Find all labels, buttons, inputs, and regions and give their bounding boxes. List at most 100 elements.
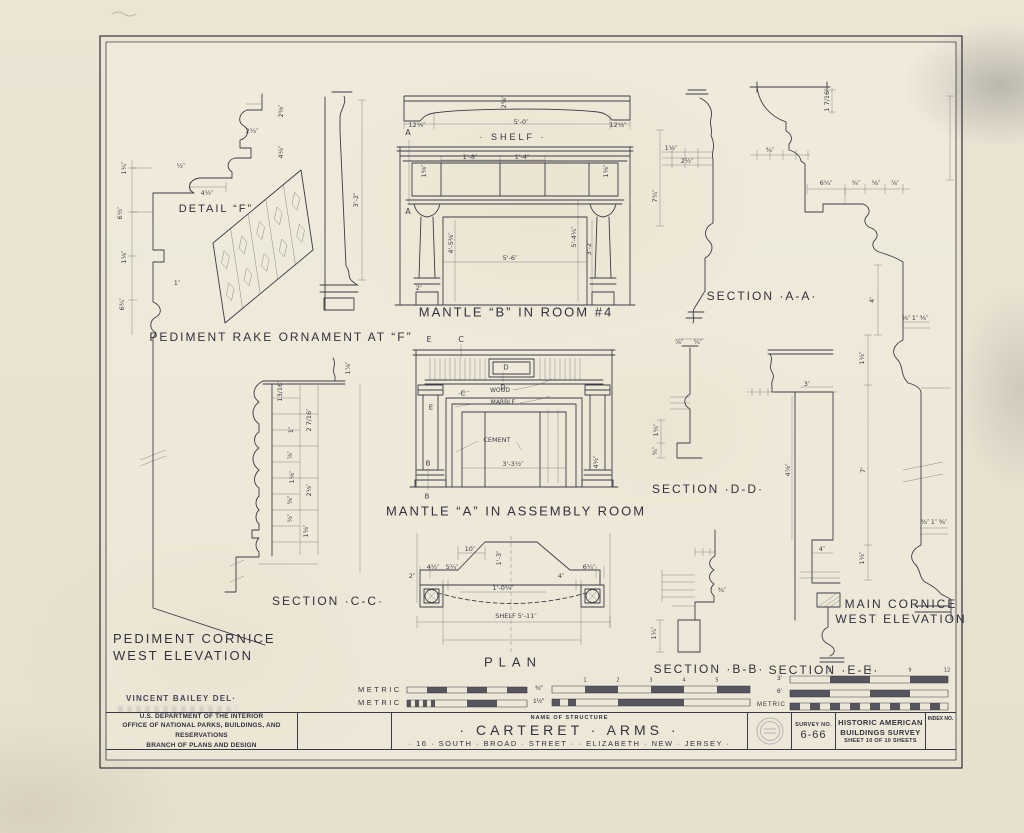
dimension-label: 4' bbox=[867, 297, 876, 303]
dimension-label: 3 bbox=[649, 677, 653, 684]
rake-pilaster-profile bbox=[319, 91, 366, 311]
dimension-label: 9 bbox=[908, 667, 912, 674]
mantle-b-elevation bbox=[394, 140, 636, 306]
pediment-cornice-title-line2: WEST ELEVATION bbox=[113, 648, 253, 663]
department-line1: U.S. DEPARTMENT OF THE INTERIOR bbox=[139, 712, 264, 720]
pediment-cornice-elevation bbox=[128, 93, 266, 646]
dimension-label: WOOD bbox=[490, 387, 510, 394]
pediment-rake-ornament-panel bbox=[212, 169, 314, 324]
dimension-label: 1'-0¾″ bbox=[492, 583, 514, 592]
habs-line1: HISTORIC AMERICAN bbox=[838, 718, 923, 728]
scale-label-3ft: 3' bbox=[777, 675, 782, 682]
dimension-label: 7' bbox=[858, 467, 867, 473]
dimension-label: 1⅛″ bbox=[119, 250, 128, 264]
dimension-label: 1″ bbox=[911, 313, 919, 322]
metric-scale-label-1: METRIC bbox=[358, 685, 402, 694]
dimension-label: 2″ bbox=[408, 571, 416, 580]
dimension-label: 2⅝″ bbox=[276, 104, 285, 118]
dimension-label: 1 7/16″ bbox=[822, 88, 831, 112]
section-cc-profile bbox=[224, 357, 361, 593]
dimension-label: 5 bbox=[715, 677, 719, 684]
dimension-label: ⅜″ bbox=[919, 313, 929, 322]
dimension-label: ⅜″ bbox=[920, 517, 930, 526]
dimension-label: 2 bbox=[616, 677, 620, 684]
dimension-label: C bbox=[460, 389, 466, 398]
main-cornice-title-line1: MAIN CORNICE bbox=[844, 597, 958, 611]
dimension-label: 6¼″ bbox=[582, 562, 596, 571]
dimension-label: 5'-6″ bbox=[502, 253, 518, 262]
dimension-label: 1½″ bbox=[664, 143, 678, 152]
pencil-mark bbox=[111, 11, 137, 17]
dimension-label: 2″ bbox=[415, 283, 423, 292]
pediment-rake-title: PEDIMENT RAKE ORNAMENT AT “F” bbox=[149, 330, 413, 344]
name-of-structure-label: NAME OF STRUCTURE bbox=[530, 714, 609, 721]
dimension-label: SHELF 5'-11″ bbox=[495, 611, 537, 620]
dimension-label: ⅞″ bbox=[890, 178, 900, 187]
dimension-label: ⅝″ bbox=[285, 495, 294, 505]
dimension-label: 3'-3½″ bbox=[502, 459, 524, 468]
dimension-label: 1⅜″ bbox=[301, 524, 310, 538]
dimension-label: 4½″ bbox=[591, 455, 600, 469]
dimension-label: A bbox=[405, 128, 411, 137]
dimension-label: 12⅛″ bbox=[609, 120, 627, 129]
dimension-label: 1″ bbox=[286, 426, 295, 434]
dimension-label: 4½″ bbox=[426, 562, 440, 571]
dimension-label: A bbox=[405, 207, 411, 216]
survey-number-cell: SURVEY NO. 6-66 bbox=[792, 713, 836, 749]
dimension-label: ¼″ bbox=[693, 337, 703, 346]
dimension-label: 3'-2″ bbox=[584, 240, 593, 256]
mantle-plan bbox=[416, 533, 611, 655]
dimension-label: 5¼″ bbox=[445, 562, 459, 571]
dimension-label: 1⅜″ bbox=[419, 164, 428, 178]
dimension-label: B bbox=[424, 492, 430, 501]
index-number-label: INDEX NO. bbox=[927, 716, 954, 722]
habs-line2: BUILDINGS SURVEY bbox=[840, 728, 921, 737]
metric-scale-label-3: METRIC bbox=[757, 702, 786, 708]
section-ee-title: SECTION ·E-E· bbox=[768, 663, 880, 677]
detail-f-title: DETAIL “F” bbox=[178, 203, 254, 215]
dimension-label: 1½″ bbox=[651, 423, 660, 437]
section-dd-title: SECTION ·D-D· bbox=[652, 482, 764, 496]
mantle-b-title: MANTLE “B” IN ROOM #4 bbox=[418, 304, 614, 320]
stamp-icon bbox=[756, 717, 784, 745]
index-number-cell: INDEX NO. bbox=[926, 713, 955, 749]
faint-stamp-text bbox=[118, 706, 236, 713]
section-dd-profile bbox=[657, 338, 704, 459]
scale-bars bbox=[406, 675, 949, 711]
structure-address: · 16 · SOUTH · BROAD · STREET · · ELIZAB… bbox=[408, 738, 731, 748]
dimension-label: 13/16″ bbox=[275, 380, 284, 402]
survey-number-value: 6-66 bbox=[800, 728, 827, 741]
main-cornice-profile bbox=[749, 81, 954, 621]
dimension-label: 4'-5⅜″ bbox=[446, 232, 455, 254]
metric-scale-label-2: METRIC bbox=[358, 698, 402, 707]
dimension-label: 1¼″ bbox=[649, 626, 658, 640]
section-bb-title: SECTION ·B-B· bbox=[653, 662, 765, 676]
dimension-label: 3″ bbox=[803, 379, 811, 388]
dimension-label: ¾″ bbox=[650, 446, 659, 456]
main-cornice-title-line2: WEST ELEVATION bbox=[835, 612, 967, 626]
dimension-label: ⅜″ bbox=[938, 517, 948, 526]
sheet-border bbox=[99, 35, 963, 769]
department-line2: OFFICE OF NATIONAL PARKS, BUILDINGS, AND… bbox=[122, 722, 281, 739]
dimension-label: 4⅞″ bbox=[783, 463, 792, 477]
dimension-label: 2¼″ bbox=[245, 126, 259, 135]
dimension-label: B bbox=[425, 459, 431, 468]
pediment-cornice-title-line1: PEDIMENT CORNICE bbox=[113, 631, 276, 646]
dimension-label: 1½″ bbox=[857, 351, 866, 365]
shelf-title: · SHELF · bbox=[479, 132, 547, 142]
dimension-label: 1⅛″ bbox=[287, 470, 296, 484]
dimension-label: 1⅞″ bbox=[343, 361, 352, 375]
dimension-label: 4″ bbox=[557, 571, 565, 580]
delineator-credit: VINCENT BAILEY DEL· bbox=[126, 694, 237, 703]
dimension-label: 3 bbox=[828, 667, 832, 674]
scale-label-three-quarter-inch: ¾″ bbox=[535, 685, 543, 692]
section-ee-assembly bbox=[747, 349, 845, 663]
dimension-label: 12⅛″ bbox=[408, 120, 426, 129]
dimension-label: 1″ bbox=[173, 278, 181, 287]
habs-cell: HISTORIC AMERICAN BUILDINGS SURVEY SHEET… bbox=[836, 713, 926, 749]
dimension-label: ⅝″ bbox=[871, 178, 881, 187]
dimension-label: 5'-0″ bbox=[513, 117, 529, 126]
dimension-label: 1'-3″ bbox=[494, 550, 503, 566]
title-block: U.S. DEPARTMENT OF THE INTERIOR OFFICE O… bbox=[106, 712, 956, 750]
